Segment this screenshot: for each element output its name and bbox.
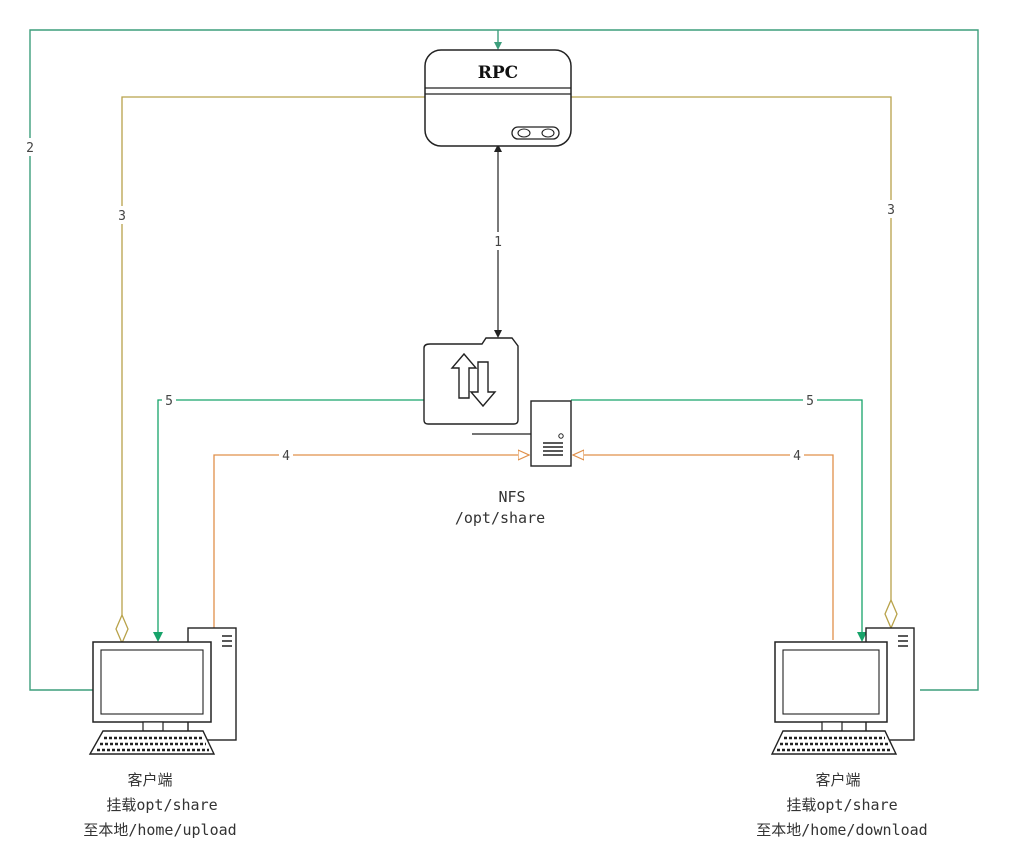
edge-3-right-label: 3 xyxy=(887,203,895,218)
edge-2: 2 xyxy=(22,29,979,691)
client-left-computer-icon xyxy=(88,627,237,755)
nfs-path-label: /opt/share xyxy=(455,509,545,527)
client-left-title: 客户端 xyxy=(127,771,172,789)
edge-5-right-label: 5 xyxy=(806,394,814,409)
edge-3-left-label: 3 xyxy=(118,209,126,224)
client-right-mount: 挂载opt/share xyxy=(786,796,897,814)
client-right-computer-icon xyxy=(770,627,915,755)
nfs-server-icon xyxy=(472,400,572,467)
down-arrow-icon xyxy=(469,361,497,408)
edge-4-right-label: 4 xyxy=(793,449,801,464)
nfs-label: NFS xyxy=(498,488,525,506)
client-right-title: 客户端 xyxy=(815,771,860,789)
client-left-mount: 挂载opt/share xyxy=(106,796,217,814)
client-right-local-path: 至本地/home/download xyxy=(756,821,927,839)
edge-2-label: 2 xyxy=(26,141,34,156)
edge-3: 3 3 xyxy=(114,96,899,645)
edge-4: 4 4 xyxy=(213,446,834,640)
client-left-local-path: 至本地/home/upload xyxy=(83,821,236,839)
edge-1: 1 xyxy=(491,144,505,338)
diamond-left xyxy=(115,613,129,645)
edge-5-left-label: 5 xyxy=(165,394,173,409)
edge-1-label: 1 xyxy=(494,235,502,250)
rpc-label: RPC xyxy=(478,63,518,83)
edge-4-left-label: 4 xyxy=(282,449,290,464)
up-arrow-icon xyxy=(450,352,478,399)
edge-5: 5 5 xyxy=(153,391,867,642)
diamond-right xyxy=(884,598,898,630)
nfs-transfer-folder-icon xyxy=(423,337,519,425)
rpc-node: RPC xyxy=(424,49,572,147)
